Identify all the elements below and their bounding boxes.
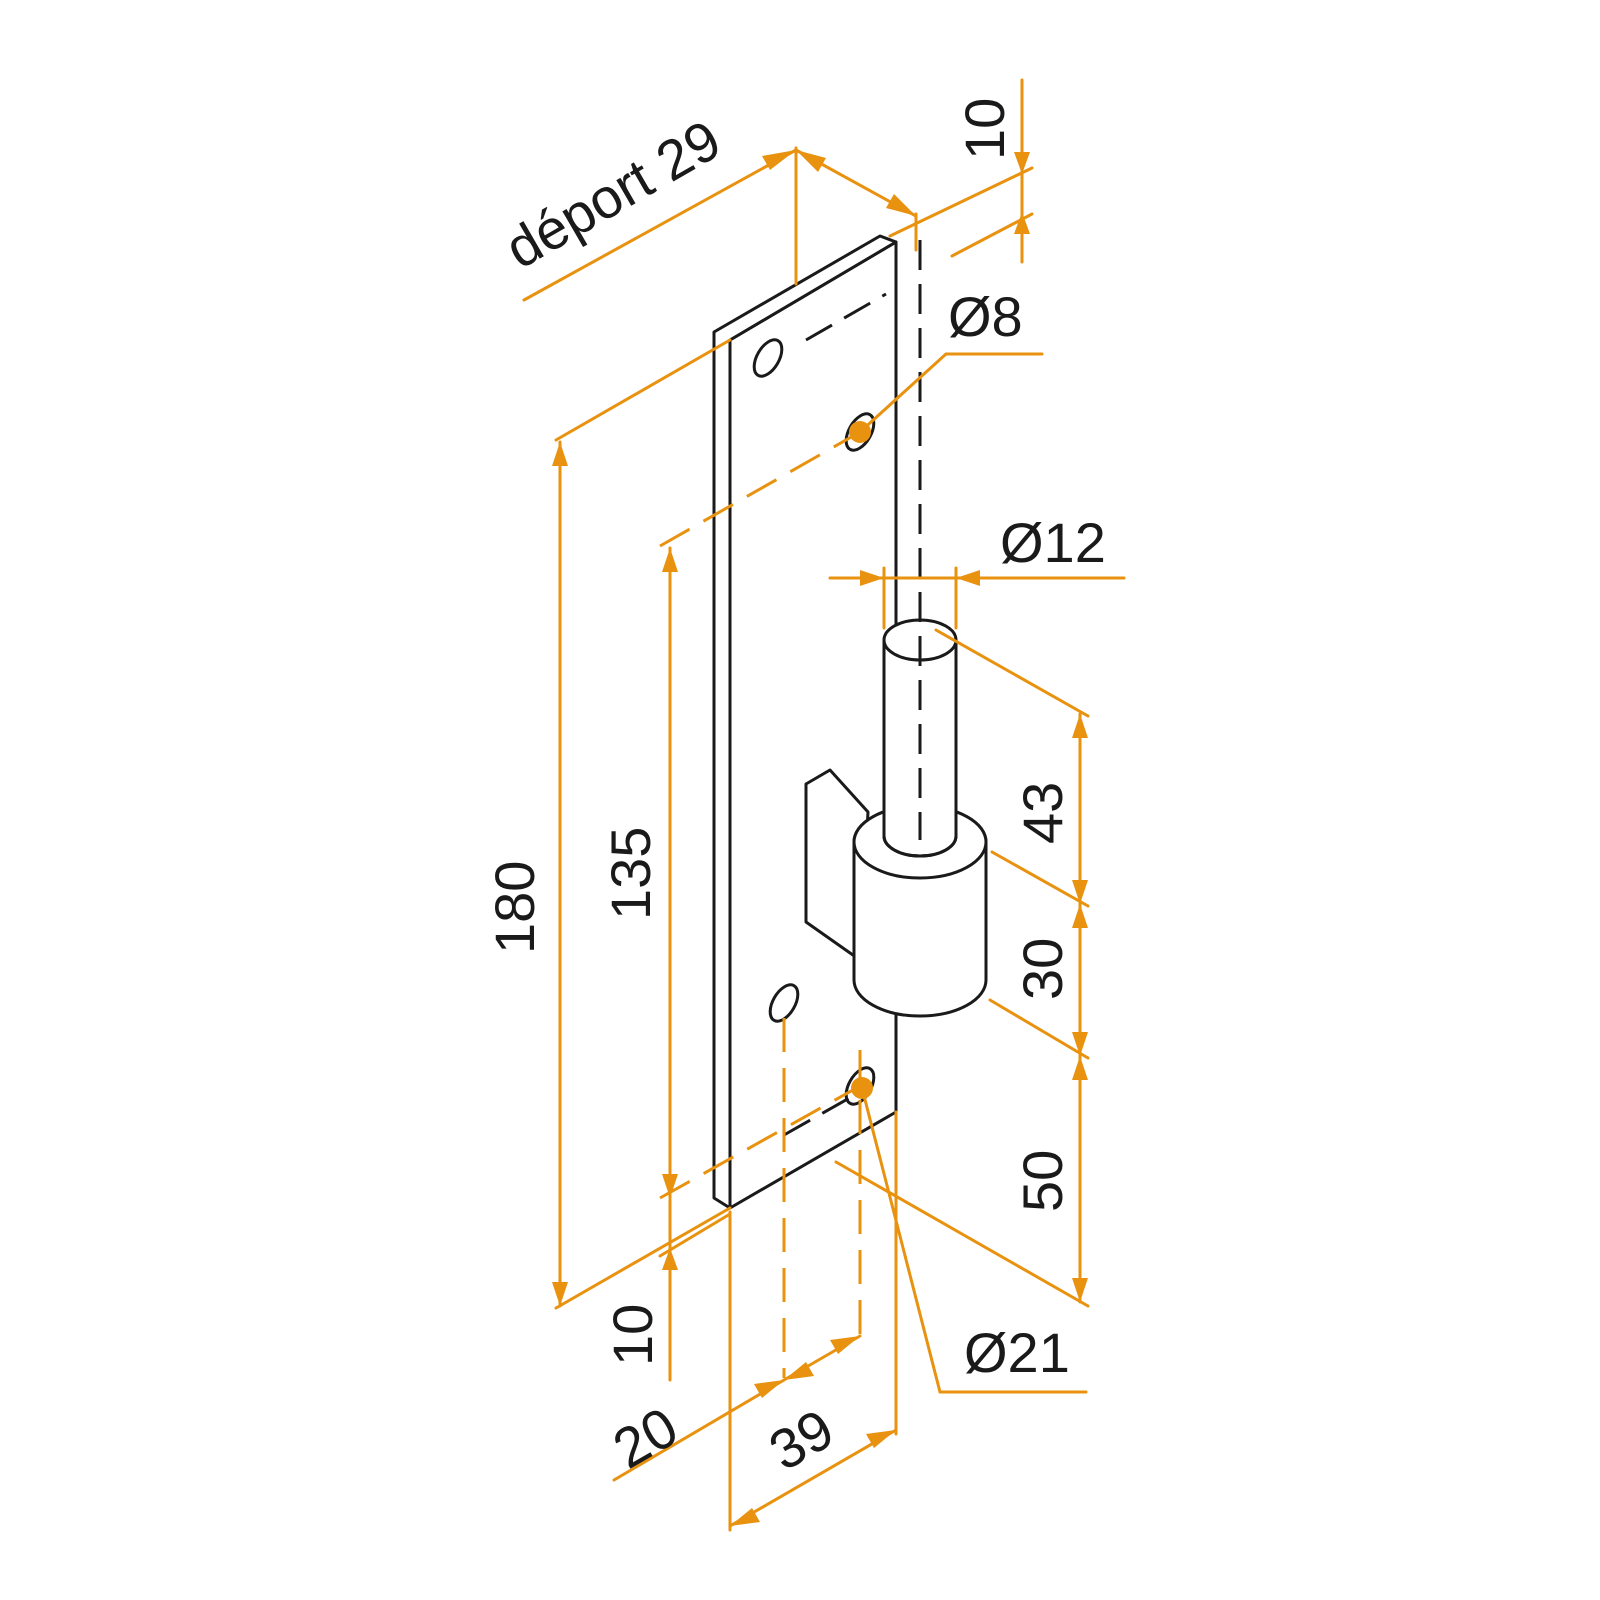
spacing-arrow-top	[662, 548, 678, 572]
bottom-ext	[658, 1212, 732, 1258]
top-arrow-2	[1014, 212, 1030, 234]
pin-diameter-dimension: Ø12	[828, 511, 1126, 630]
deport-arrow-left	[796, 150, 826, 172]
arrow-30-top	[1072, 904, 1088, 928]
top-hole-axis	[805, 292, 887, 342]
deport-arrow-right	[886, 194, 916, 216]
knuckle-length-label: 30	[1011, 938, 1074, 1000]
inset-leader	[612, 1378, 786, 1482]
ext-knuckle-top	[990, 850, 1090, 908]
spacing-ext-top	[659, 430, 861, 548]
bottom-offset-label: 10	[601, 1304, 664, 1366]
width-arrow-left	[730, 1508, 760, 1526]
hole-inset-label: 20	[603, 1395, 688, 1481]
hole-top-left	[752, 338, 784, 378]
deport-label: déport 29	[495, 108, 731, 281]
top-ext-1	[888, 166, 1034, 238]
top-offset-dimension: 10	[888, 78, 1034, 264]
plate-height-dimension: 180	[483, 338, 732, 1310]
hinge-plate	[712, 234, 898, 1210]
plate-height-label: 180	[483, 861, 546, 954]
ext-pin-top	[934, 628, 1090, 718]
bottom-hole-axis	[783, 1090, 861, 1137]
height-ext-top	[554, 338, 732, 442]
knuckle-diameter-label: Ø21	[964, 1321, 1070, 1384]
top-arrow-1	[1014, 152, 1030, 174]
arrow-43-top	[1072, 714, 1088, 738]
hole-bottom-left	[768, 983, 800, 1023]
top-ext-2	[950, 212, 1034, 258]
width-dim-line	[728, 1428, 898, 1528]
knuckle-position-label: 50	[1011, 1150, 1074, 1212]
vertical-stack-dimension: 43 30 50	[834, 628, 1090, 1308]
pin-length-label: 43	[1011, 782, 1074, 844]
hinge-knuckle	[804, 768, 988, 1018]
deport-leader-arrow	[762, 150, 796, 170]
deport-leader	[522, 148, 798, 302]
knuckle-leader	[860, 1086, 942, 1394]
pin-bottom-edge	[882, 834, 958, 858]
width-arrow-right	[866, 1430, 896, 1448]
top-offset-label: 10	[953, 98, 1016, 160]
inset-arrow-right	[830, 1336, 860, 1354]
hole-diameter-label: Ø8	[948, 285, 1023, 348]
hole-spacing-label: 135	[599, 827, 662, 920]
bottom-arrow	[662, 1248, 678, 1270]
height-arrow-bottom	[552, 1282, 568, 1306]
pin-diameter-label: Ø12	[1000, 511, 1106, 574]
ext-plate-bottom	[834, 1160, 1090, 1308]
hole-spacing-dimension: 135	[599, 430, 861, 1200]
bottom-offset-dimension: 10	[601, 1198, 732, 1382]
pin-arrow-right	[956, 570, 980, 586]
hole-leader	[858, 352, 948, 434]
spacing-arrow-bottom	[662, 1174, 678, 1198]
inset-arrow-left	[784, 1362, 814, 1380]
height-ext-bottom	[554, 1206, 732, 1310]
height-arrow-top	[552, 442, 568, 466]
plate-front-face	[728, 240, 898, 1210]
pin-arrow-left	[860, 570, 884, 586]
arrow-43-bottom	[1072, 880, 1088, 904]
arrow-50-bottom	[1072, 1278, 1088, 1302]
plate-width-label: 39	[759, 1397, 844, 1483]
arrow-50-top	[1072, 1056, 1088, 1080]
ext-knuckle-bottom	[988, 998, 1090, 1060]
knuckle-diameter-callout: Ø21	[851, 1077, 1088, 1394]
arrow-30-bottom	[1072, 1032, 1088, 1056]
inset-arrow-outer	[754, 1380, 784, 1398]
spacing-ext-bottom	[659, 1084, 861, 1200]
